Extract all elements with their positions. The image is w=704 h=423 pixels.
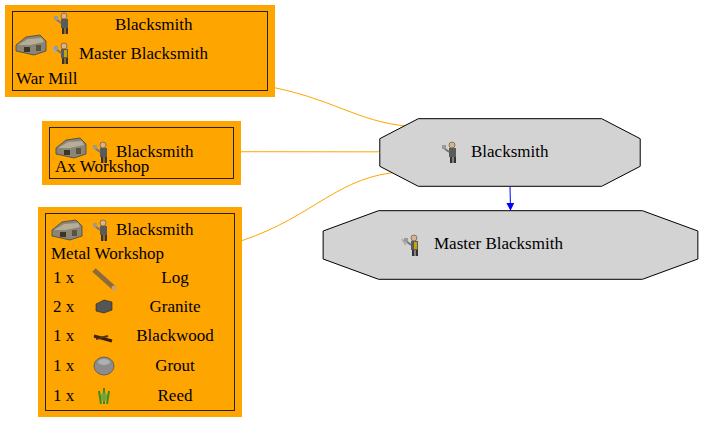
node-text: Blackwood <box>130 326 220 346</box>
node-text: 2 x <box>53 297 74 317</box>
node-text: Blacksmith <box>471 142 548 162</box>
node-text: Grout <box>130 356 220 376</box>
connector <box>510 187 512 210</box>
node-text: Master Blacksmith <box>79 44 208 64</box>
octagon-outline <box>380 119 640 187</box>
octagon-outline <box>323 211 698 280</box>
source-box: BlacksmithAx Workshop <box>42 121 241 185</box>
source-box: BlacksmithMetal Workshop 1 x Log 2 x Granite… <box>38 207 242 417</box>
octagon-node: Master Blacksmith <box>322 210 699 280</box>
node-text: 1 x <box>53 356 74 376</box>
node-text: Blacksmith <box>116 220 193 240</box>
node-text: Log <box>130 268 220 288</box>
node-text: War Mill <box>16 69 77 89</box>
connector <box>275 88 420 127</box>
node-text: Reed <box>130 386 220 406</box>
source-box: BlacksmithMaster BlacksmithWar Mill <box>5 5 275 97</box>
node-text: 1 x <box>53 386 74 406</box>
node-text: Blacksmith <box>115 15 192 35</box>
octagon-node: Blacksmith <box>379 118 641 187</box>
node-text: 1 x <box>53 326 74 346</box>
node-text: Metal Workshop <box>51 244 164 264</box>
node-text: Granite <box>130 297 220 317</box>
node-text: Ax Workshop <box>55 157 149 177</box>
connector <box>241 151 379 152</box>
node-text: 1 x <box>53 268 74 288</box>
node-text: Master Blacksmith <box>434 234 563 254</box>
